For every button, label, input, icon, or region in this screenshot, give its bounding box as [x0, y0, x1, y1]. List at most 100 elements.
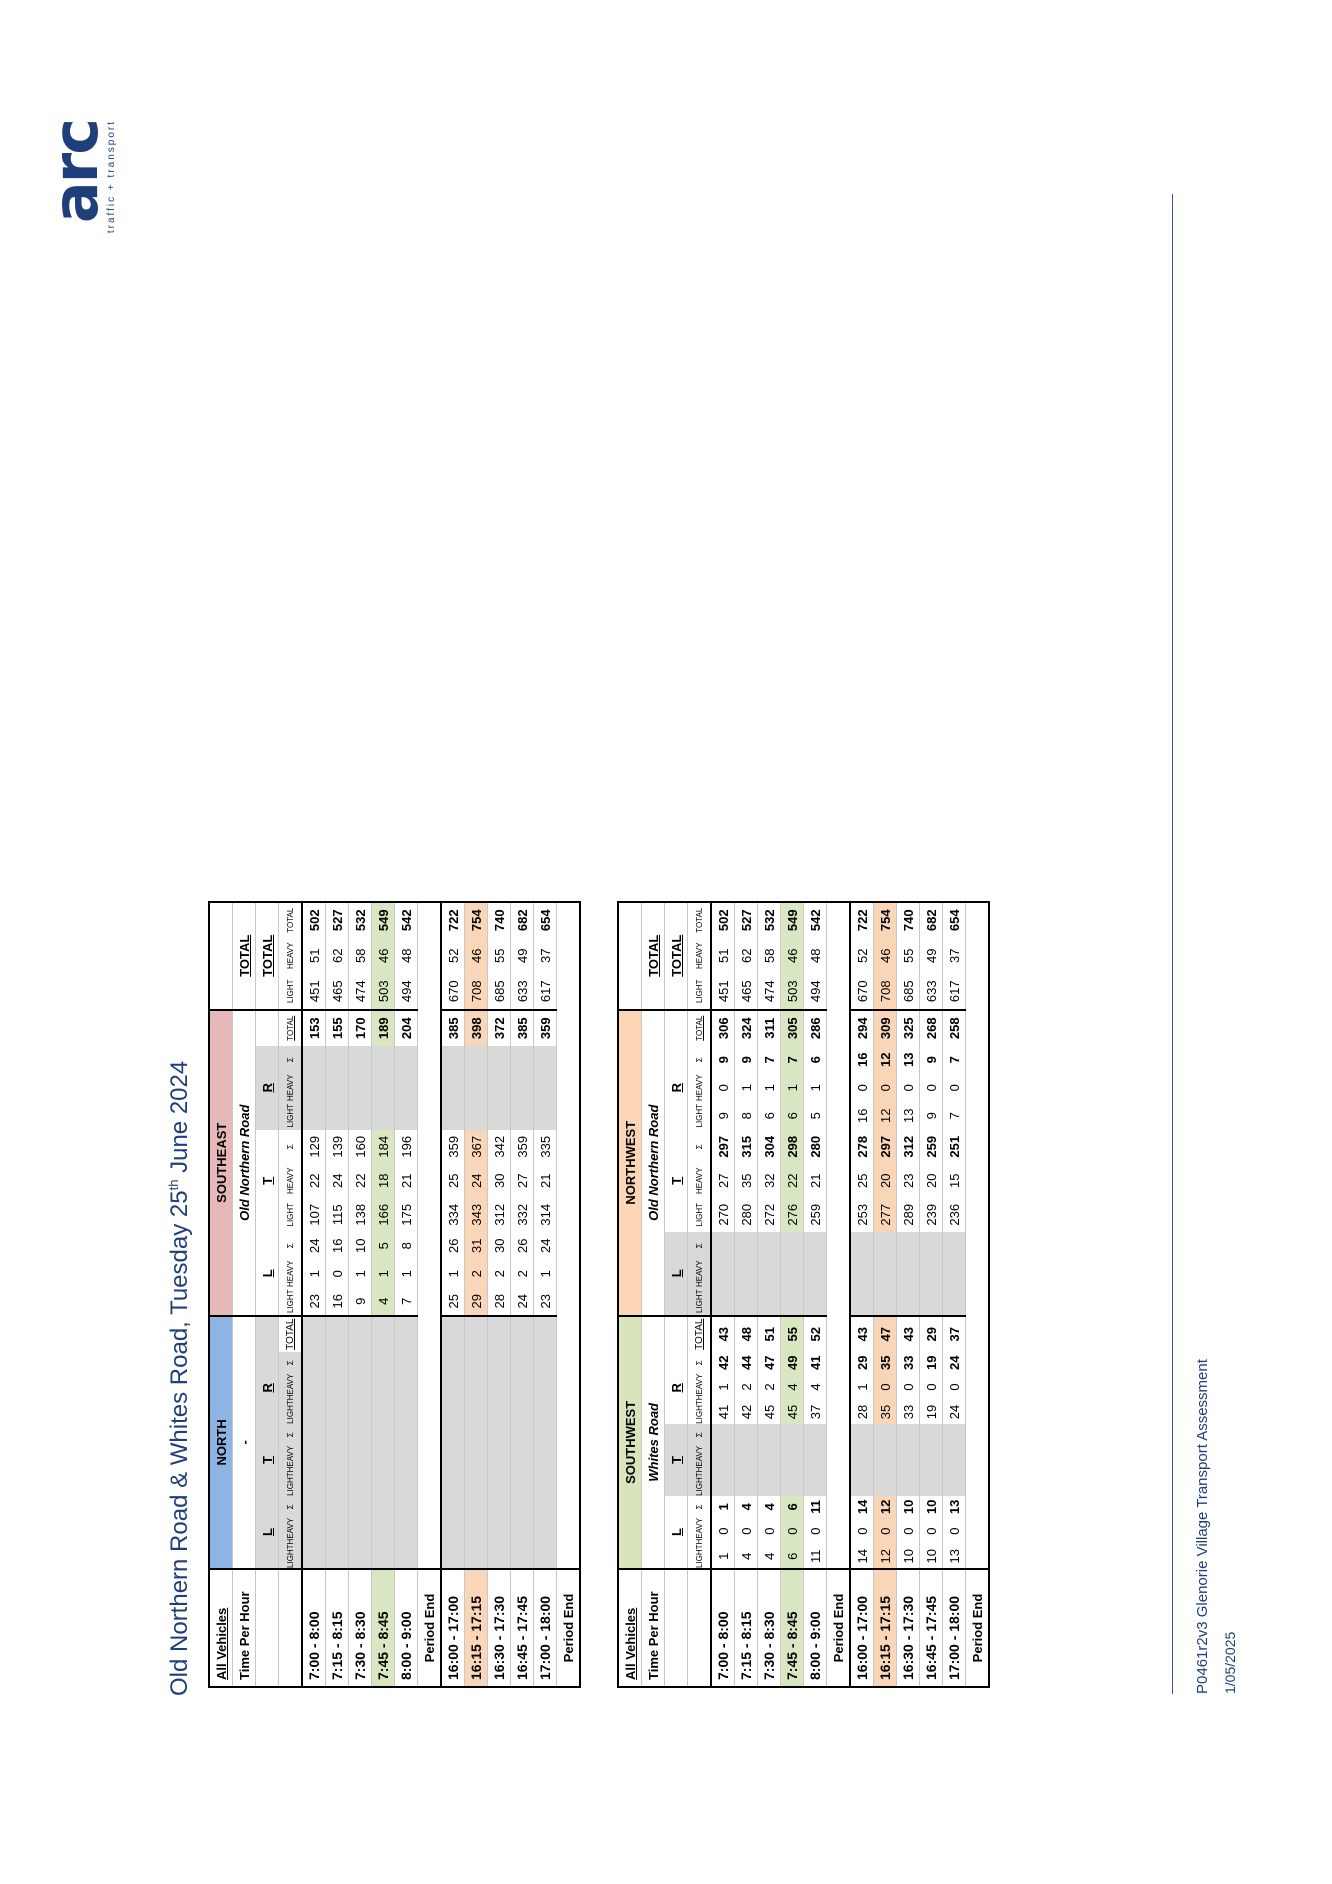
- value: [441, 1045, 465, 1074]
- value: 0: [873, 1517, 897, 1545]
- value: 6: [780, 1544, 804, 1569]
- value: 24: [942, 1351, 966, 1374]
- value: 549: [371, 901, 395, 938]
- blank: [255, 1009, 279, 1046]
- north-empty: [441, 1351, 465, 1374]
- value: 359: [441, 1129, 465, 1164]
- north-empty: [533, 1400, 557, 1424]
- footer-document-ref: P0461r2v3 Glenorie Village Transport Ass…: [1194, 1359, 1211, 1694]
- value: 1: [803, 1073, 827, 1102]
- value: [850, 1423, 874, 1446]
- north-empty: [325, 1472, 349, 1496]
- north-empty: [302, 1351, 326, 1374]
- right-total-header: TOTAL: [278, 1009, 302, 1046]
- value: 503: [371, 973, 395, 1010]
- north-empty: [487, 1472, 511, 1496]
- right-direction: NORTHWEST: [618, 1009, 642, 1316]
- north-empty: [348, 1373, 372, 1401]
- value: 16: [850, 1045, 874, 1074]
- time-period: 16:15 - 17:15: [464, 1569, 488, 1687]
- overall-blank: [618, 901, 642, 1010]
- value: 722: [850, 901, 874, 938]
- value: 654: [942, 901, 966, 938]
- value: [734, 1445, 758, 1473]
- value: 1: [441, 1259, 465, 1288]
- class-label: Σ: [687, 1231, 711, 1260]
- value: [711, 1445, 735, 1473]
- value: 15: [942, 1163, 966, 1198]
- value: 451: [302, 973, 326, 1010]
- class-label: LIGHT: [278, 1287, 302, 1316]
- value: 343: [464, 1197, 488, 1232]
- north-empty: [302, 1423, 326, 1446]
- value: [850, 1287, 874, 1316]
- value: 7: [780, 1045, 804, 1074]
- north-empty: [487, 1495, 511, 1518]
- class-label: LIGHT: [278, 1544, 302, 1569]
- time-period: 7:45 - 8:45: [780, 1569, 804, 1687]
- right-road-name: Old Northern Road: [232, 1009, 256, 1316]
- right-mov-L: L: [664, 1231, 688, 1316]
- value: 166: [371, 1197, 395, 1232]
- north-empty: [371, 1472, 395, 1496]
- value: 549: [780, 901, 804, 938]
- value: [780, 1259, 804, 1288]
- blank: [255, 1569, 279, 1687]
- time-period: 7:45 - 8:45: [371, 1569, 395, 1687]
- value: 24: [942, 1400, 966, 1424]
- north-empty: [441, 1373, 465, 1401]
- north-empty: [441, 1400, 465, 1424]
- value: [896, 1259, 920, 1288]
- value: [394, 1101, 418, 1130]
- value: 20: [919, 1163, 943, 1198]
- value: 503: [780, 973, 804, 1010]
- value: 1: [711, 1495, 735, 1518]
- value: 58: [757, 937, 781, 974]
- value: [780, 1231, 804, 1260]
- value: 0: [942, 1073, 966, 1102]
- value: [780, 1287, 804, 1316]
- value: 139: [325, 1129, 349, 1164]
- value: 22: [348, 1163, 372, 1198]
- value: 21: [394, 1163, 418, 1198]
- value: [919, 1259, 943, 1288]
- logo-tagline: traffic + transport: [106, 120, 117, 234]
- class-label: LIGHT: [687, 1287, 711, 1316]
- value: [803, 1445, 827, 1473]
- left-mov-R: R: [255, 1351, 279, 1424]
- class-label: Σ: [278, 1129, 302, 1164]
- value: 33: [896, 1400, 920, 1424]
- value: 0: [850, 1517, 874, 1545]
- north-empty: [533, 1544, 557, 1569]
- overall-blank: [209, 901, 233, 1010]
- north-empty: [510, 1373, 534, 1401]
- value: [757, 1472, 781, 1496]
- value: [371, 1073, 395, 1102]
- north-empty: [371, 1544, 395, 1569]
- right-mov-T: T: [255, 1129, 279, 1232]
- value: 1: [302, 1259, 326, 1288]
- north-empty: [302, 1472, 326, 1496]
- value: 51: [302, 937, 326, 974]
- north-empty: [510, 1472, 534, 1496]
- class-label: HEAVY: [278, 1373, 302, 1401]
- value: 12: [873, 1544, 897, 1569]
- value: 48: [734, 1315, 758, 1352]
- value: 1: [711, 1373, 735, 1401]
- time-per-hour-label: Time Per Hour: [232, 1569, 256, 1687]
- north-empty: [533, 1472, 557, 1496]
- value: [757, 1423, 781, 1446]
- value: 4: [803, 1373, 827, 1401]
- value: 304: [757, 1129, 781, 1164]
- value: 314: [533, 1197, 557, 1232]
- blank: [687, 1569, 711, 1687]
- value: 24: [302, 1231, 326, 1260]
- value: 29: [464, 1287, 488, 1316]
- north-empty: [348, 1517, 372, 1545]
- value: 42: [734, 1400, 758, 1424]
- value: 278: [850, 1129, 874, 1164]
- value: 4: [757, 1544, 781, 1569]
